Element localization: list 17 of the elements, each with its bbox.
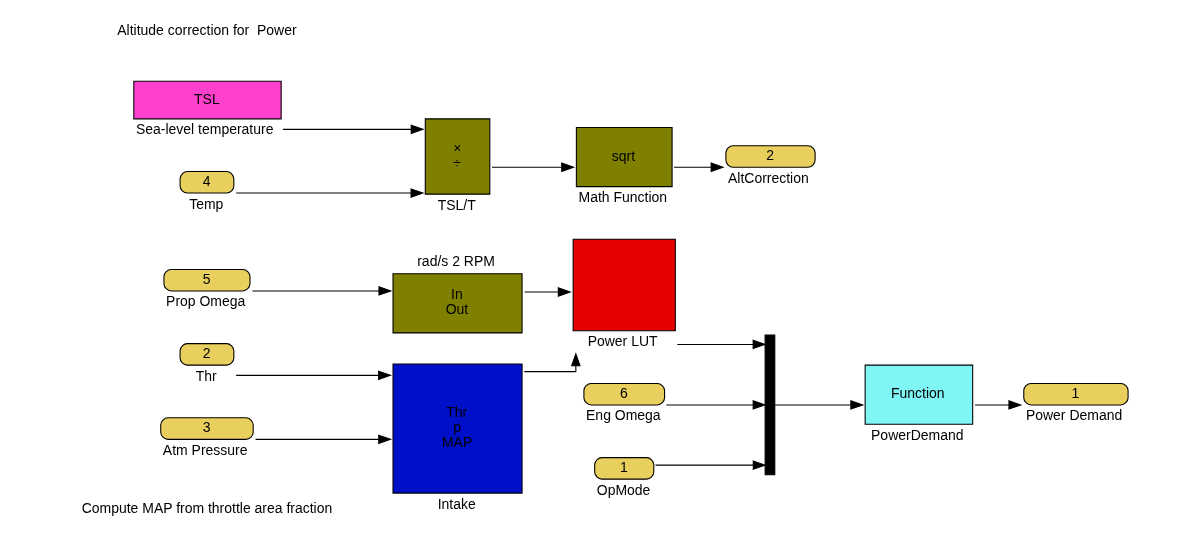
node-label: AltCorrection [728, 169, 809, 186]
label: Compute MAP from throttle area fraction [81, 499, 333, 516]
node-label: Power Demand [1025, 407, 1123, 424]
node-label: Math Function [578, 189, 668, 206]
node-label: Intake [437, 495, 476, 512]
label: Altitude correction for Power [117, 22, 297, 39]
node-label: Power LUT [587, 333, 658, 350]
node-label: PowerDemand [871, 426, 964, 443]
node-label: Prop Omega [166, 293, 246, 310]
node-label: Eng Omega [586, 407, 661, 424]
node-label: Sea-level temperature [135, 121, 274, 138]
node-label: OpMode [596, 481, 651, 498]
node-label: Thr [195, 367, 217, 384]
node-label: Temp [189, 195, 224, 212]
node-label: TSL/T [437, 196, 476, 213]
node-label: rad/s 2 RPM [417, 252, 495, 269]
node-label: Atm Pressure [162, 441, 248, 458]
